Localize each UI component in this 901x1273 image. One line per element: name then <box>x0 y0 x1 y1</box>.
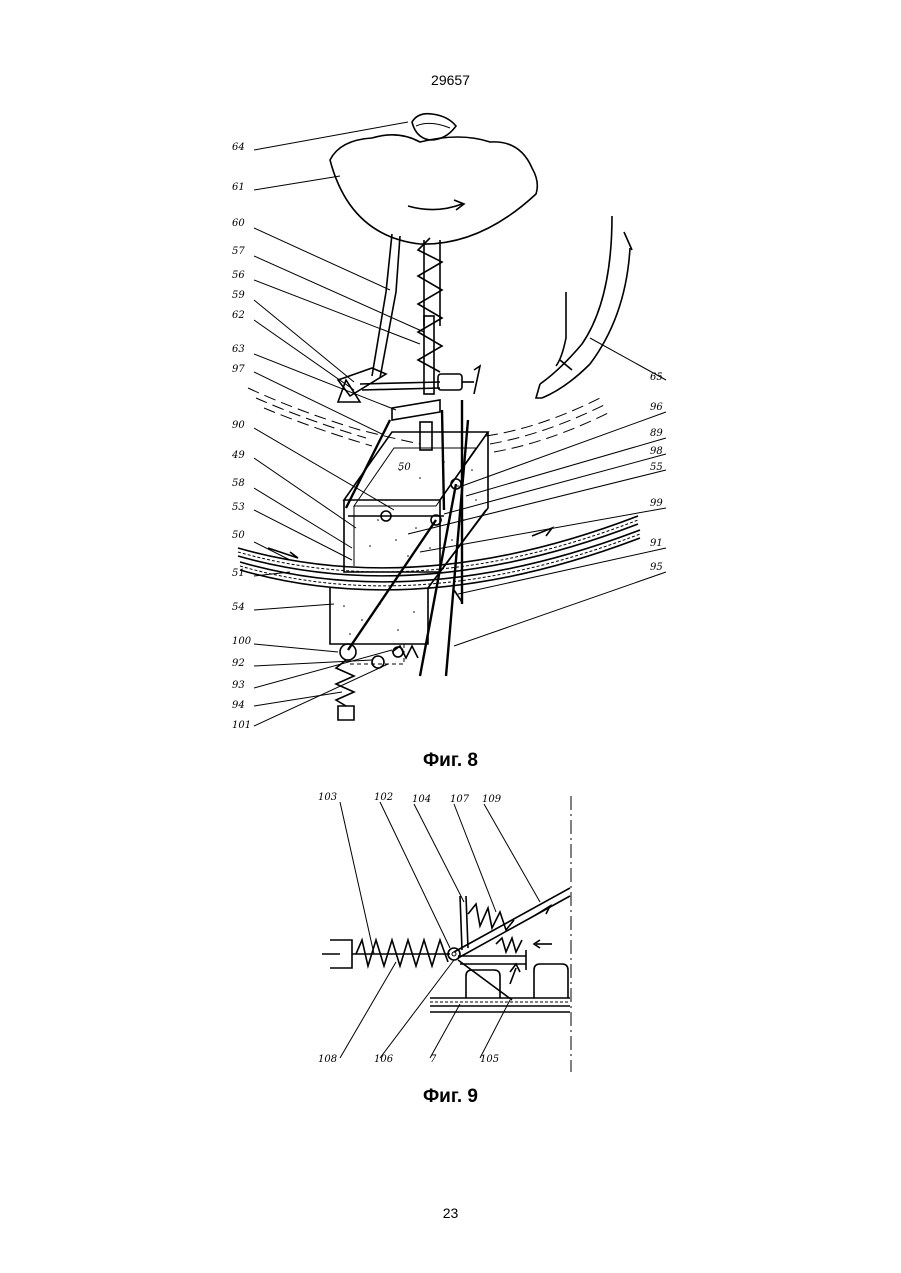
label-7: 7 <box>430 1054 437 1065</box>
label-97: 97 <box>232 364 245 375</box>
label-100: 100 <box>232 636 252 647</box>
label-103: 103 <box>318 792 337 803</box>
figure-9-drawing <box>322 796 571 1072</box>
label-58: 58 <box>232 478 245 489</box>
label-54: 54 <box>232 602 245 613</box>
label-99: 99 <box>650 498 663 509</box>
label-89: 89 <box>650 428 663 439</box>
label-49: 49 <box>231 450 245 461</box>
label-95: 95 <box>650 562 663 573</box>
label-64: 64 <box>232 142 245 153</box>
label-107: 107 <box>450 794 470 805</box>
label-96: 96 <box>650 402 663 413</box>
label-104: 104 <box>412 794 431 805</box>
label-92: 92 <box>232 658 245 669</box>
label-56: 56 <box>232 270 245 281</box>
figure-8-caption: Фиг. 8 <box>0 750 901 772</box>
label-50: 50 <box>232 530 245 541</box>
label-62: 62 <box>232 310 245 321</box>
label-65: 65 <box>650 372 663 383</box>
label-55: 55 <box>650 462 663 473</box>
label-102: 102 <box>374 792 393 803</box>
label-93: 93 <box>232 680 245 691</box>
label-90: 90 <box>232 420 245 431</box>
label-53: 53 <box>232 502 245 513</box>
label-105: 105 <box>480 1054 499 1065</box>
label-inner-50: 50 <box>398 462 411 473</box>
label-60: 60 <box>232 218 245 229</box>
figure-9-caption: Фиг. 9 <box>0 1086 901 1108</box>
label-101: 101 <box>232 720 251 731</box>
label-59: 59 <box>232 290 245 301</box>
label-51: 51 <box>232 568 245 579</box>
label-98: 98 <box>650 446 663 457</box>
figure-8-drawing <box>238 114 666 726</box>
label-61: 61 <box>232 182 245 193</box>
figure-9-labels: 103 102 104 107 109 108 106 7 105 <box>318 792 502 1065</box>
label-109: 109 <box>482 794 502 805</box>
label-91: 91 <box>650 538 663 549</box>
label-57: 57 <box>232 246 245 257</box>
label-63: 63 <box>232 344 245 355</box>
page-number: 23 <box>0 1205 901 1221</box>
label-106: 106 <box>374 1054 394 1065</box>
label-108: 108 <box>318 1054 337 1065</box>
label-94: 94 <box>232 700 245 711</box>
